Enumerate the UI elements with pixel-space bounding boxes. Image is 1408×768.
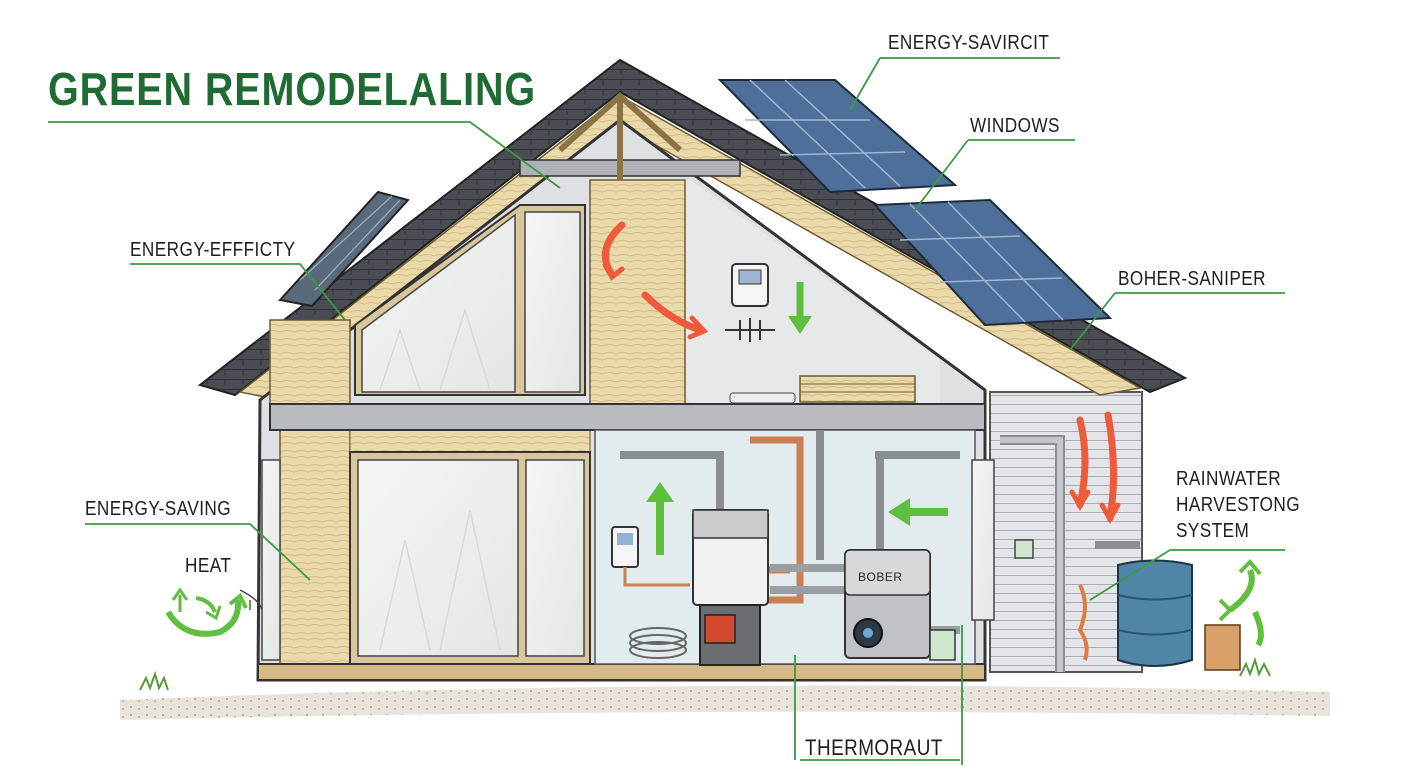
label-heat: HEAT: [185, 555, 232, 577]
heat-flow-arrows: [601, 221, 1121, 525]
insulation-stack: [729, 375, 916, 404]
label-energy-savircit: ENERGY-SAVIRCIT: [888, 32, 1050, 54]
water-heater-icon: [692, 509, 769, 666]
diagram-title: GREEN REMODELALING: [48, 63, 537, 115]
left-arrow-icon: [888, 498, 948, 526]
leader-lines: [48, 57, 1285, 765]
label-energy-saving: ENERGY-SAVING: [85, 498, 232, 520]
boiler-icon: [844, 549, 931, 659]
cycle-arrows-icon: [1218, 559, 1264, 647]
coil: [629, 627, 687, 659]
rain-barrel-icon: [1077, 541, 1241, 671]
label-rainwater-line2: HARVESTONG: [1176, 494, 1301, 516]
label-windows: WINDOWS: [970, 115, 1060, 137]
up-arrow-icon: [646, 482, 674, 555]
upper-window: [354, 204, 586, 396]
boiler-label: BOBER: [858, 570, 903, 584]
side-annex: [989, 391, 1143, 673]
down-arrow-icon: [788, 282, 812, 334]
thermostat-icon: [725, 263, 775, 342]
heat-cycle-icon: [165, 587, 248, 637]
lower-window: [349, 451, 591, 665]
ground: [120, 656, 1330, 720]
bracket: [239, 589, 263, 611]
label-rainwater-line1: RAINWATER: [1176, 468, 1282, 490]
thermostat-icon: [611, 526, 690, 587]
label-rainwater-line3: SYSTEM: [1176, 520, 1250, 542]
label-energy-efficty: ENERGY-EFFFICTY: [130, 239, 296, 261]
valve: [929, 629, 956, 661]
label-thermoraut: THERMORAUT: [805, 735, 943, 760]
label-rainwater-harvesting: RAINWATER HARVESTONG SYSTEM: [1176, 466, 1314, 544]
label-boher-saniper: BOHER-SANIPER: [1118, 268, 1267, 290]
solar-panel-icon: [717, 79, 1113, 327]
